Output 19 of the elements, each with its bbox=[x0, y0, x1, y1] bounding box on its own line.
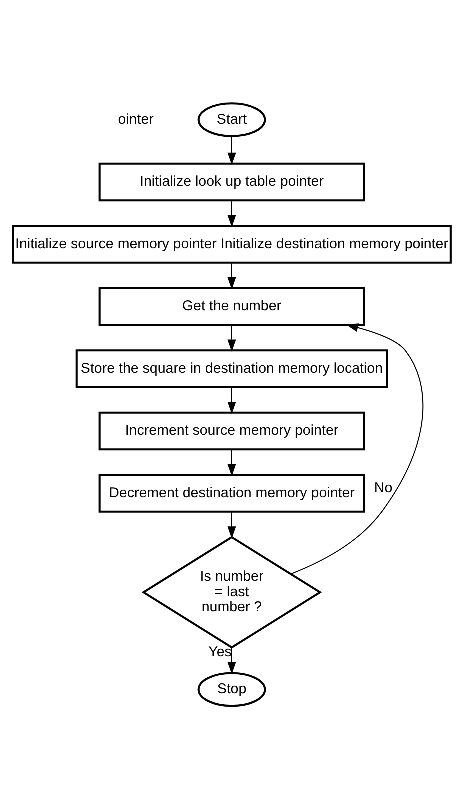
arrow bbox=[290, 323, 424, 574]
edge-label: No bbox=[374, 480, 392, 496]
arrow bbox=[227, 512, 236, 538]
node-box: Get the number bbox=[98, 286, 365, 326]
arrow bbox=[227, 324, 236, 352]
arrow bbox=[227, 136, 236, 165]
node-box: Initialize source memory pointer Initialize destination memory pointer bbox=[12, 224, 452, 264]
node-box: Increment source memory pointer bbox=[98, 411, 365, 450]
arrow bbox=[227, 262, 236, 290]
label: ointer bbox=[118, 111, 154, 128]
arrow bbox=[227, 386, 236, 414]
node-ellipse: Start bbox=[197, 102, 266, 137]
node-box: Decrement destination memory pointer bbox=[98, 474, 365, 512]
node-ellipse: Stop bbox=[197, 672, 266, 707]
arrow bbox=[227, 449, 236, 476]
arrow bbox=[227, 647, 236, 674]
node-box: Store the square in destination memory location bbox=[75, 349, 388, 388]
node-box: Initialize look up table pointer bbox=[98, 162, 365, 202]
arrow bbox=[227, 200, 236, 227]
